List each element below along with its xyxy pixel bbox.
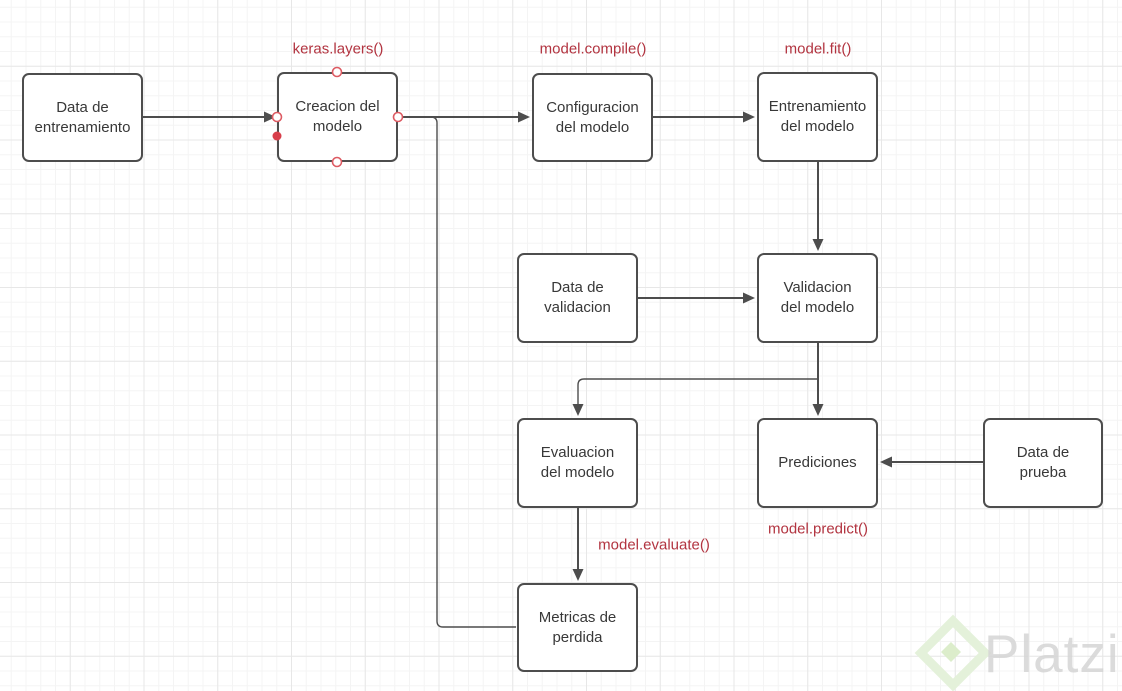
node-configuracion-modelo[interactable]: Configuracion del modelo [532,73,653,162]
node-label: Data de entrenamiento [34,98,131,136]
node-evaluacion-modelo[interactable]: Evaluacion del modelo [517,418,638,508]
arrowhead-validacion-to-evaluacion [572,404,584,416]
arrowhead-entrenamiento-to-validacion [812,239,824,251]
node-label: Data de prueba [1016,444,1070,481]
connection-port-handle[interactable] [392,111,404,123]
annotation-model-predict[interactable]: model.predict() [767,520,869,538]
node-prediciones[interactable]: Prediciones [757,418,878,508]
platzi-logo-icon [914,614,992,691]
arrowhead-configuracion-to-entrenamiento [743,111,755,123]
platzi-watermark-text: Platzi [984,625,1120,684]
node-label: Configuracion del modelo [546,98,639,136]
arrowhead-data-entrenamiento-to-creacion [264,111,276,123]
connection-port-handle[interactable] [331,156,343,168]
node-label: Entrenamiento del modelo [768,98,867,135]
arrowhead-validacion-to-prediciones [812,404,824,416]
node-data-prueba[interactable]: Data de prueba [983,418,1103,508]
annotation-model-fit[interactable]: model.fit() [784,40,852,58]
node-label: Metricas de perdida [538,608,617,646]
node-data-validacion[interactable]: Data de validacion [517,253,638,343]
arrowhead-data-prueba-to-prediciones [880,456,892,468]
connection-port-handle[interactable] [331,66,343,78]
node-entrenamiento-modelo[interactable]: Entrenamiento del modelo [757,72,878,162]
annotation-model-evaluate[interactable]: model.evaluate() [598,536,710,554]
arrowhead-data-validacion-to-validacion [743,292,755,304]
connector-creacion-to-metricas[interactable] [430,116,516,628]
arrowhead-evaluacion-to-metricas [572,569,584,581]
connector-validacion-to-evaluacion[interactable] [577,378,817,404]
node-label: Evaluacion del modelo [540,444,615,481]
arrowhead-creacion-to-configuracion [518,111,530,123]
node-label: Data de validacion [544,279,611,316]
annotation-keras-layers[interactable]: keras.layers() [292,40,384,58]
node-data-entrenamiento[interactable]: Data de entrenamiento [22,73,143,162]
node-label: Prediciones [778,454,857,471]
endpoint-anchor-dot[interactable] [272,131,282,141]
node-label: Validacion del modelo [780,279,855,316]
node-label: Creacion del modelo [295,98,380,135]
connection-port-handle[interactable] [271,111,283,123]
node-validacion-modelo[interactable]: Validacion del modelo [757,253,878,343]
node-metricas-perdida[interactable]: Metricas de perdida [517,583,638,672]
annotation-model-compile[interactable]: model.compile() [539,40,647,58]
